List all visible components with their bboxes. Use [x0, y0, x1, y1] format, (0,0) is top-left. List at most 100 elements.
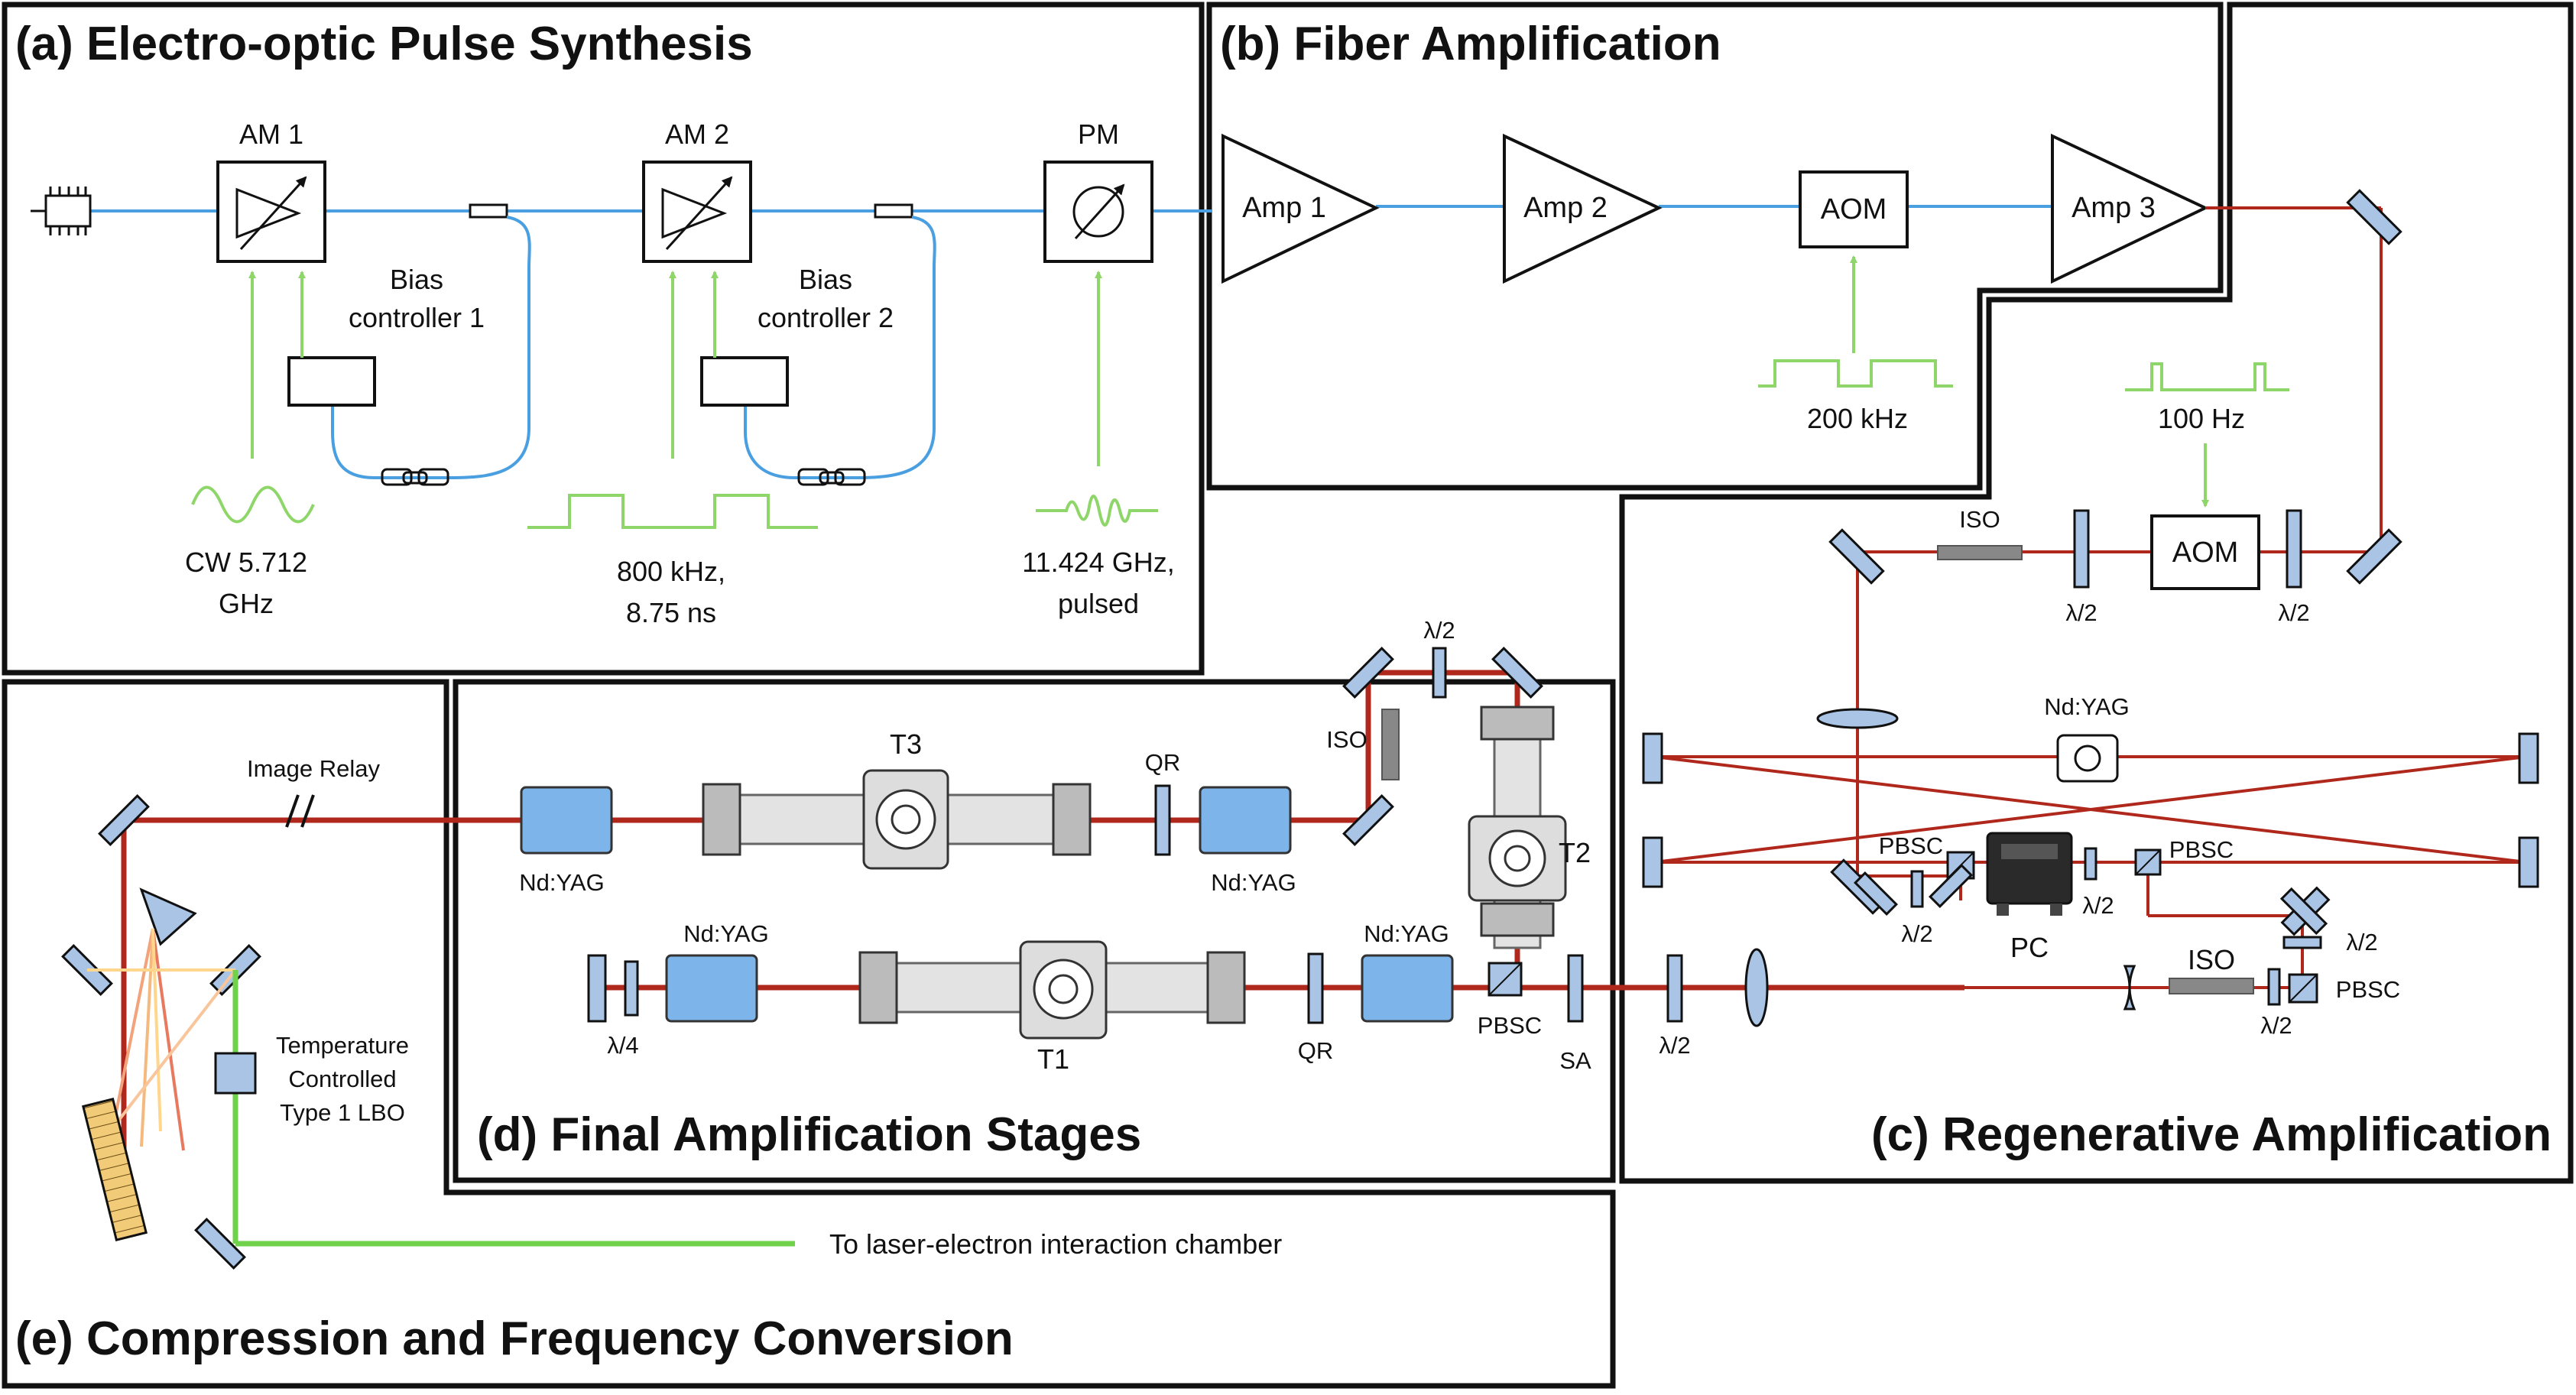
end-mirror-d: [587, 954, 607, 1023]
mirror-e1: [98, 794, 150, 846]
mirror-c7: [1929, 864, 1973, 908]
cw-line1: CW 5.712: [185, 547, 307, 578]
pockels-cell-icon: [1986, 832, 2073, 916]
aom-c-box: [2150, 514, 2260, 590]
aom-b-box: [1799, 170, 1909, 248]
laser-diode-icon: [31, 187, 92, 235]
hwp-c1: [2073, 509, 2090, 589]
pulse2-line2: pulsed: [1058, 588, 1139, 619]
sa-d: [1567, 954, 1584, 1023]
cav-mirror-br: [2518, 836, 2539, 888]
hwp-c4: [2084, 847, 2097, 881]
sa-d-label: SA: [1559, 1047, 1591, 1074]
fiber-connector-1: [381, 468, 449, 486]
bias-loop-2: [744, 216, 936, 479]
ndyag-head-d4: [1361, 954, 1454, 1023]
mirror-c3: [1828, 528, 1885, 585]
am1-modulator: [216, 161, 326, 263]
pulse-train-icon: [527, 494, 818, 529]
iso-top: [1937, 545, 2023, 560]
t2-label: T2: [1559, 837, 1591, 868]
t1-label: T1: [1037, 1043, 1069, 1075]
mirror-d3: [1342, 794, 1394, 846]
pulsed-rf-icon: [1036, 495, 1158, 527]
qwp-d: [624, 960, 639, 1017]
ndyag-c-label: Nd:YAG: [2044, 693, 2129, 720]
spectral-fan: [87, 928, 237, 1151]
mirror-e4: [194, 1218, 246, 1270]
amp1-triangle: [1221, 133, 1380, 284]
ndyag-head-c: [2056, 734, 2119, 783]
panel-b-title: (b) Fiber Amplification: [1220, 18, 1721, 70]
fiber-connector-2: [797, 468, 866, 486]
qr-d2: [1307, 952, 1324, 1024]
lens-c: [1816, 708, 1899, 729]
panel-b-border: [1206, 2, 2224, 491]
pc-label: PC: [2010, 932, 2049, 963]
lbo-line2: Controlled: [288, 1066, 396, 1092]
amp1-label: Amp 1: [1242, 192, 1326, 224]
amp2-triangle: [1503, 133, 1663, 284]
ndyag-head-d2: [1199, 786, 1292, 855]
pm-label: PM: [1078, 118, 1119, 150]
hwp-c5-label: λ/2: [2260, 1012, 2292, 1039]
bias2-line1: Bias: [799, 264, 852, 295]
bias-loop-1: [331, 216, 531, 479]
hwp-c4-label: λ/2: [2082, 892, 2114, 919]
rf-100hz-label: 100 Hz: [2158, 403, 2245, 434]
panel-b: Amp 1 Amp 2 Amp 3 AOM 200 kHz: [1221, 133, 2209, 434]
am2-label: AM 2: [665, 118, 729, 150]
rf-200khz-label: 200 kHz: [1807, 403, 1908, 434]
lbo-line1: Temperature: [276, 1032, 409, 1059]
iso-bottom: [2169, 978, 2254, 994]
mirror-d1: [1342, 647, 1394, 699]
panel-c-border: [1619, 2, 2574, 1184]
pbsc-c2-label: PBSC: [2169, 836, 2234, 863]
grating-e: [82, 1098, 148, 1241]
lens-c-output: [2123, 965, 2136, 1011]
panel-d-title: (d) Final Amplification Stages: [477, 1108, 1141, 1161]
iso-top-label: ISO: [1959, 506, 2000, 533]
pulse2-line1: 11.424 GHz,: [1022, 547, 1174, 578]
bias-controller-1-box: [287, 356, 376, 407]
hwp-d2-label: λ/2: [1659, 1032, 1690, 1059]
pulse-icon-100hz: [2125, 362, 2289, 391]
ndyag-d1-label: Nd:YAG: [519, 869, 604, 896]
qwp-d-label: λ/4: [607, 1032, 638, 1059]
hwp-c2-label: λ/2: [2278, 599, 2309, 626]
pm-modulator: [1043, 161, 1153, 263]
amp-tube-t1: [858, 940, 1246, 1040]
mirror-d2: [1491, 647, 1543, 699]
lens-d: [1744, 948, 1769, 1027]
ndyag-d2-label: Nd:YAG: [1211, 869, 1296, 896]
lbo-crystal: [214, 1052, 257, 1095]
iso-d-label: ISO: [1326, 726, 1367, 753]
sine-wave-icon: [191, 485, 315, 524]
panel-c: ISO λ/2 λ/2 AOM 100 Hz Nd:YAG PBSC PBSC …: [1642, 189, 2539, 1039]
am2-modulator: [642, 161, 752, 263]
qr-d2-label: QR: [1298, 1037, 1334, 1064]
prism-e: [139, 887, 197, 946]
pulse1-line2: 8.75 ns: [626, 597, 716, 628]
hwp-d1-label: λ/2: [1423, 617, 1455, 644]
fiber-coupler-1: [469, 203, 508, 219]
panel-a-title: (a) Electro-optic Pulse Synthesis: [15, 18, 753, 70]
panel-a: AM 1 AM 2 PM Bias controller 1 Bi: [31, 118, 1212, 628]
pulse-icon-200khz: [1758, 359, 1953, 388]
hwp-c3-label: λ/2: [1901, 920, 1932, 947]
mirror-c6: [1854, 871, 1898, 916]
bias2-line2: controller 2: [758, 302, 894, 333]
am1-label: AM 1: [239, 118, 303, 150]
cav-mirror-bl: [1642, 836, 1663, 888]
t3-label: T3: [890, 728, 922, 760]
panel-e-title: (e) Compression and Frequency Conversion: [15, 1312, 1014, 1365]
pbsc-c1-label: PBSC: [1879, 832, 1943, 859]
amp-tube-t3: [702, 769, 1092, 870]
iso-d: [1381, 709, 1400, 780]
panel-e-border: [2, 679, 1616, 1389]
hwp-d1: [1432, 647, 1447, 699]
panel-a-border: [2, 2, 1205, 676]
amp2-label: Amp 2: [1523, 192, 1608, 224]
